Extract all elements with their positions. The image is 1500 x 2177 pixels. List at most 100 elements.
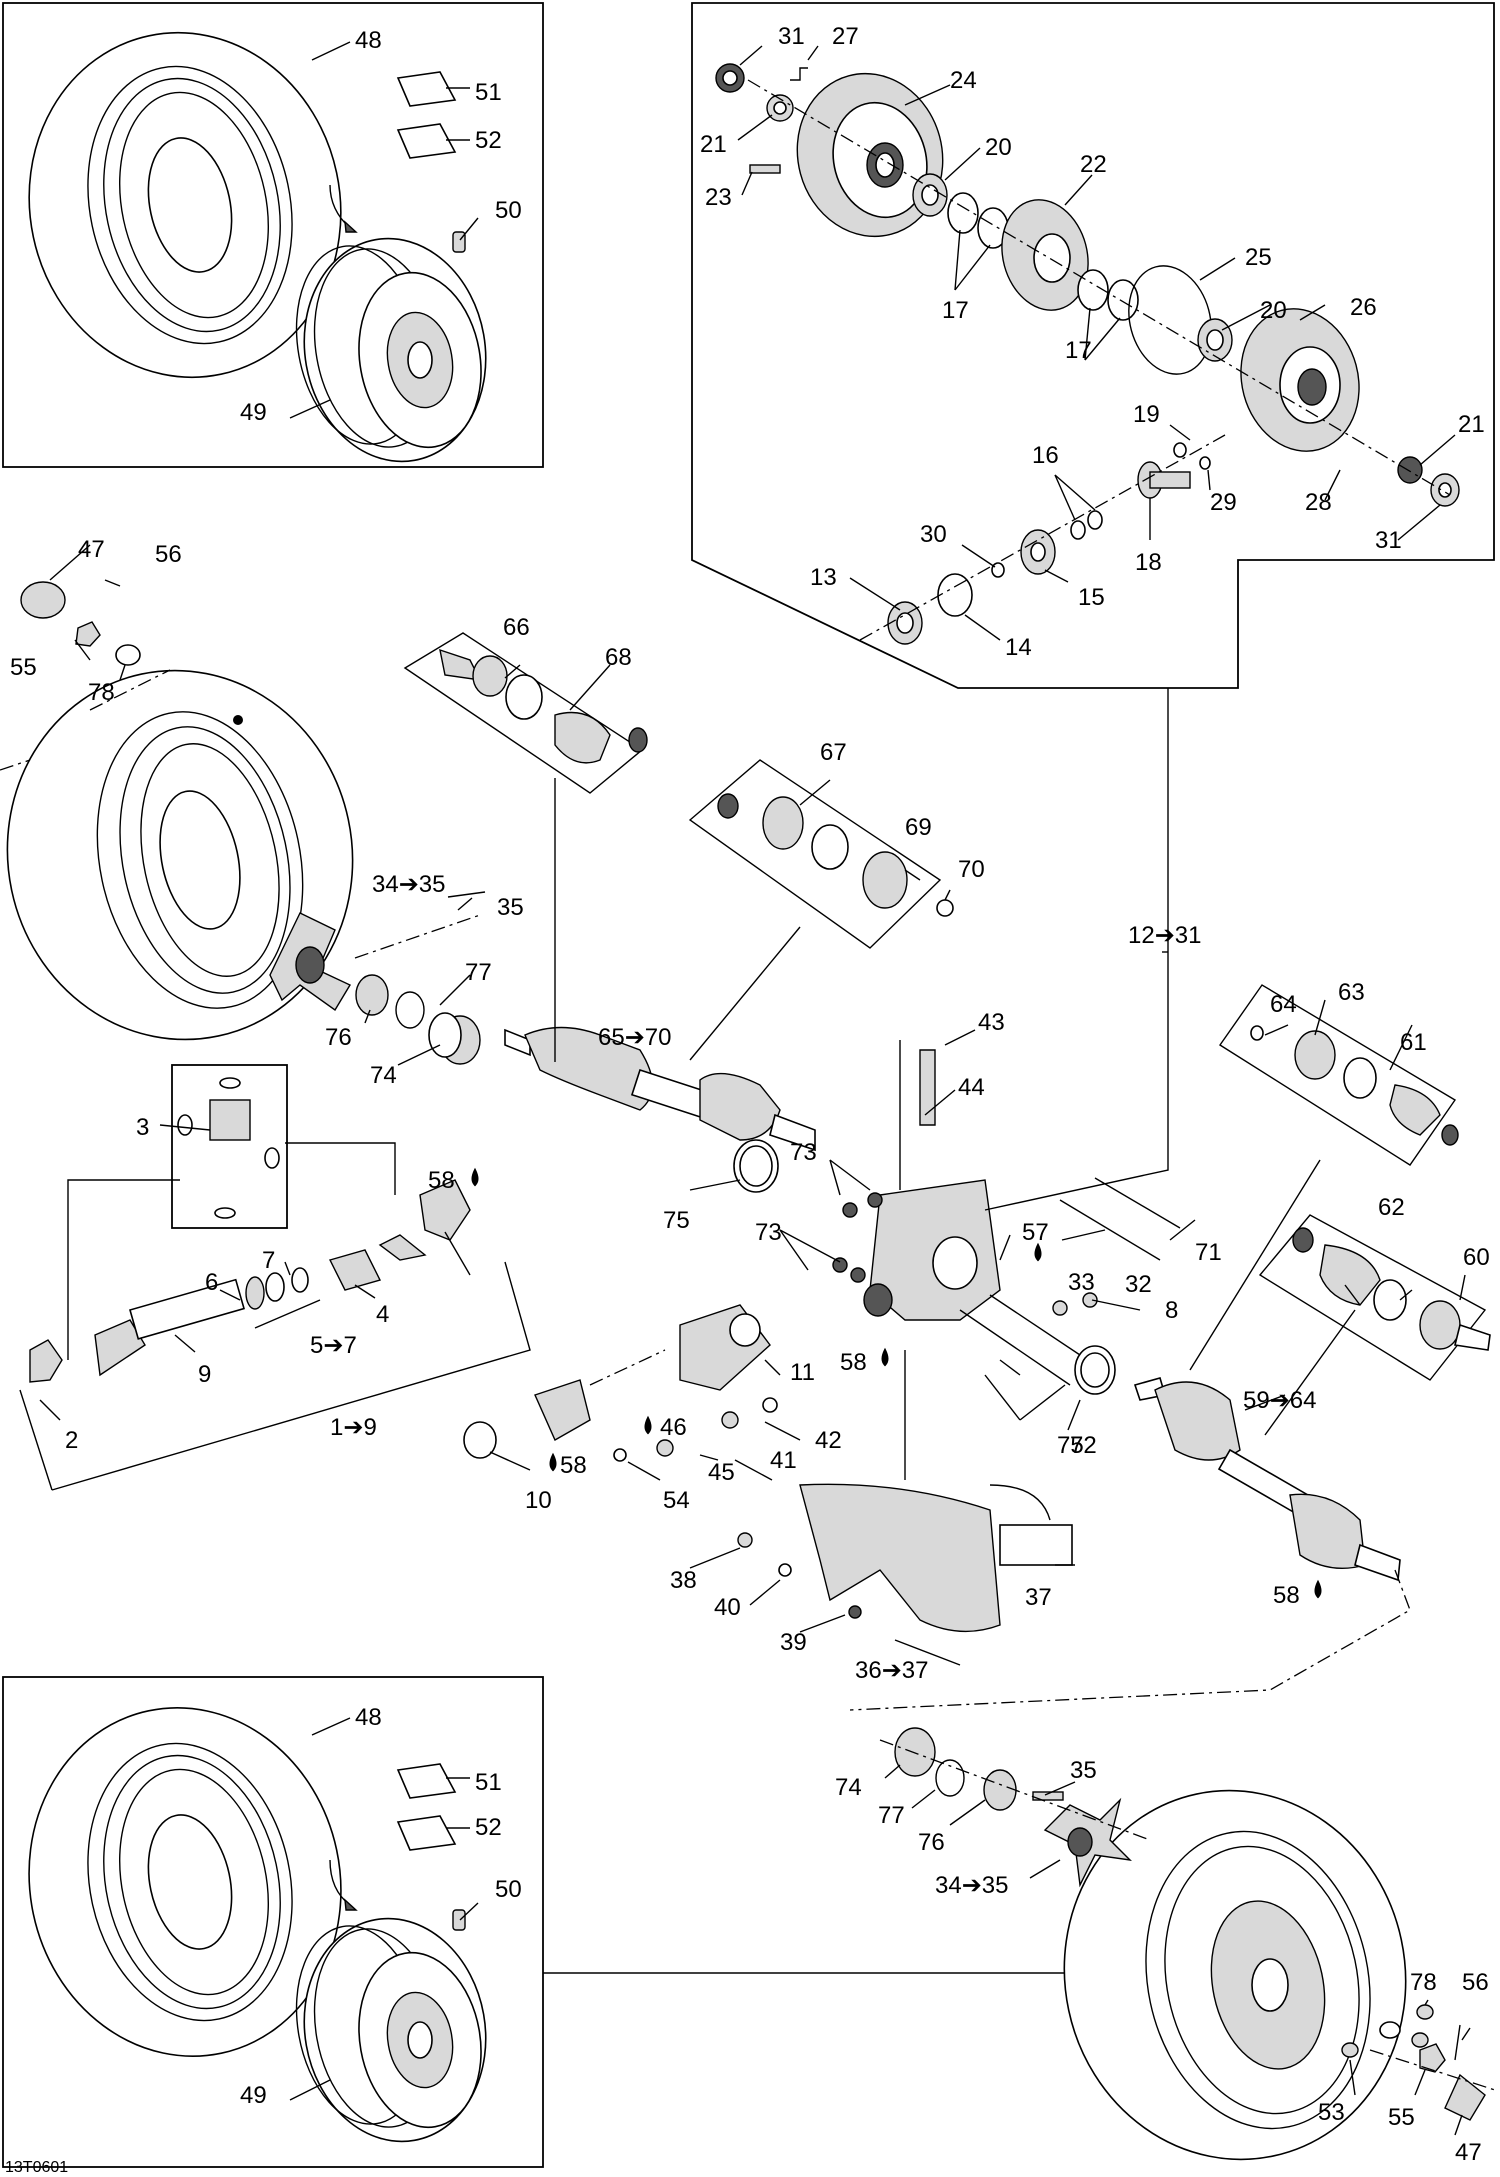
callout-50: 50 (495, 1876, 522, 1903)
callout-17: 17 (942, 297, 969, 324)
callout-31: 31 (1375, 527, 1402, 554)
callout-60: 60 (1463, 1244, 1490, 1271)
callout-58: 58 (840, 1349, 867, 1376)
right-drive-shaft (1133, 1377, 1401, 1582)
callout-18: 18 (1135, 549, 1162, 576)
callout-39: 39 (780, 1629, 807, 1656)
callout-66: 66 (503, 614, 530, 641)
cv-kit-66-68 (403, 632, 648, 794)
studs-71-72 (959, 1177, 1181, 1386)
axis-line-hub (354, 914, 481, 959)
callout-68: 68 (605, 644, 632, 671)
callout-22: 22 (1080, 151, 1107, 178)
leader-kit-62 (1264, 1309, 1356, 1436)
callout-56: 56 (155, 541, 182, 568)
reference-code: 13T0601 (5, 2159, 68, 2176)
callout-5-7: 5➔7 (310, 1332, 357, 1359)
callout-52: 52 (475, 127, 502, 154)
callout-58: 58 (560, 1452, 587, 1479)
callout-76: 76 (325, 1024, 352, 1051)
leader-kit-61 (1189, 1159, 1321, 1371)
oil-drop-icons (471, 1167, 1322, 1599)
outline-1-9-left (19, 1389, 53, 1491)
callout-13: 13 (810, 564, 837, 591)
callout-77: 77 (878, 1802, 905, 1829)
left-wheel-assembly (6, 579, 481, 1065)
callout-78: 78 (1410, 1969, 1437, 1996)
callout-12-31: 12➔31 (1128, 922, 1202, 949)
callout-52: 52 (475, 1814, 502, 1841)
callout-6: 6 (205, 1269, 218, 1296)
callout-58: 58 (428, 1167, 455, 1194)
callout-56: 56 (1462, 1969, 1489, 1996)
arrowhead-decal (344, 220, 358, 233)
callout-11: 11 (790, 1359, 815, 1386)
callout-77: 77 (465, 959, 492, 986)
callout-54: 54 (663, 1487, 690, 1514)
callout-48: 48 (355, 27, 382, 54)
oil-drop-icon (644, 1415, 652, 1435)
callout-2: 2 (65, 1427, 78, 1454)
callout-70: 70 (958, 856, 985, 883)
axis-line-nut-right (1369, 2049, 1496, 2091)
input-gear-assembly (463, 1304, 778, 1462)
leader-kit-3-to-2 (67, 1179, 180, 1360)
callout-65-70: 65➔70 (598, 1024, 672, 1051)
callout-20: 20 (985, 134, 1012, 161)
callout-17: 17 (1065, 337, 1092, 364)
callout-75: 75 (1057, 1432, 1084, 1459)
callout-49: 49 (240, 399, 267, 426)
callout-37: 37 (1025, 1584, 1052, 1611)
callout-61: 61 (1400, 1029, 1427, 1056)
callout-36-37: 36➔37 (855, 1657, 929, 1684)
callout-55: 55 (10, 654, 37, 681)
leader-kit-3-to-8 (285, 1142, 396, 1195)
callout-1-9: 1➔9 (330, 1414, 377, 1441)
callout-48: 48 (355, 1704, 382, 1731)
callout-15: 15 (1078, 584, 1105, 611)
final-drive-housing (832, 1040, 1001, 1321)
outline-1-9 (51, 1261, 531, 1491)
detail-box-bottom-left-wheel (2, 1676, 544, 2168)
callout-40: 40 (714, 1594, 741, 1621)
callout-8: 8 (1165, 1297, 1178, 1324)
detail-box-differential (691, 2, 1495, 689)
tire-top-left (28, 31, 342, 379)
leader-decal-37 (989, 1484, 1051, 1521)
leader-kit-67 (689, 926, 801, 1061)
callout-43: 43 (978, 1009, 1005, 1036)
callout-51: 51 (475, 79, 502, 106)
callout-64: 64 (1270, 991, 1297, 1018)
callout-41: 41 (770, 1447, 797, 1474)
callout-25: 25 (1245, 244, 1272, 271)
callout-58: 58 (1273, 1582, 1300, 1609)
differential-parts (715, 63, 1460, 645)
callout-16: 16 (1032, 442, 1059, 469)
callout-51: 51 (475, 1769, 502, 1796)
axis-line-nut (89, 669, 171, 711)
mount-dot-1 (233, 715, 243, 725)
arrowhead-decal-bottom (344, 1898, 358, 1911)
callout-55: 55 (1388, 2104, 1415, 2131)
callout-33: 33 (1068, 1269, 1095, 1296)
callout-74: 74 (835, 1774, 862, 1801)
callout-35: 35 (1070, 1757, 1097, 1784)
callout-72: 72 (1070, 1432, 1097, 1459)
callout-34-35: 34➔35 (372, 871, 446, 898)
callout-9: 9 (198, 1361, 211, 1388)
callout-73: 73 (790, 1139, 817, 1166)
callout-44: 44 (958, 1074, 985, 1101)
propeller-shaft (29, 1179, 471, 1383)
axis-line-differential (747, 79, 1451, 496)
universal-joint-kit-3 (171, 1064, 288, 1229)
callout-57: 57 (1022, 1219, 1049, 1246)
callout-47: 47 (78, 536, 105, 563)
decal-sheets-top (396, 71, 457, 159)
axis-line-tire-left (0, 759, 31, 771)
callout-78: 78 (88, 679, 115, 706)
callout-21: 21 (1458, 411, 1485, 438)
callout-76: 76 (918, 1829, 945, 1856)
axis-line-pinion (859, 434, 1226, 641)
callout-62: 62 (1378, 1194, 1405, 1221)
